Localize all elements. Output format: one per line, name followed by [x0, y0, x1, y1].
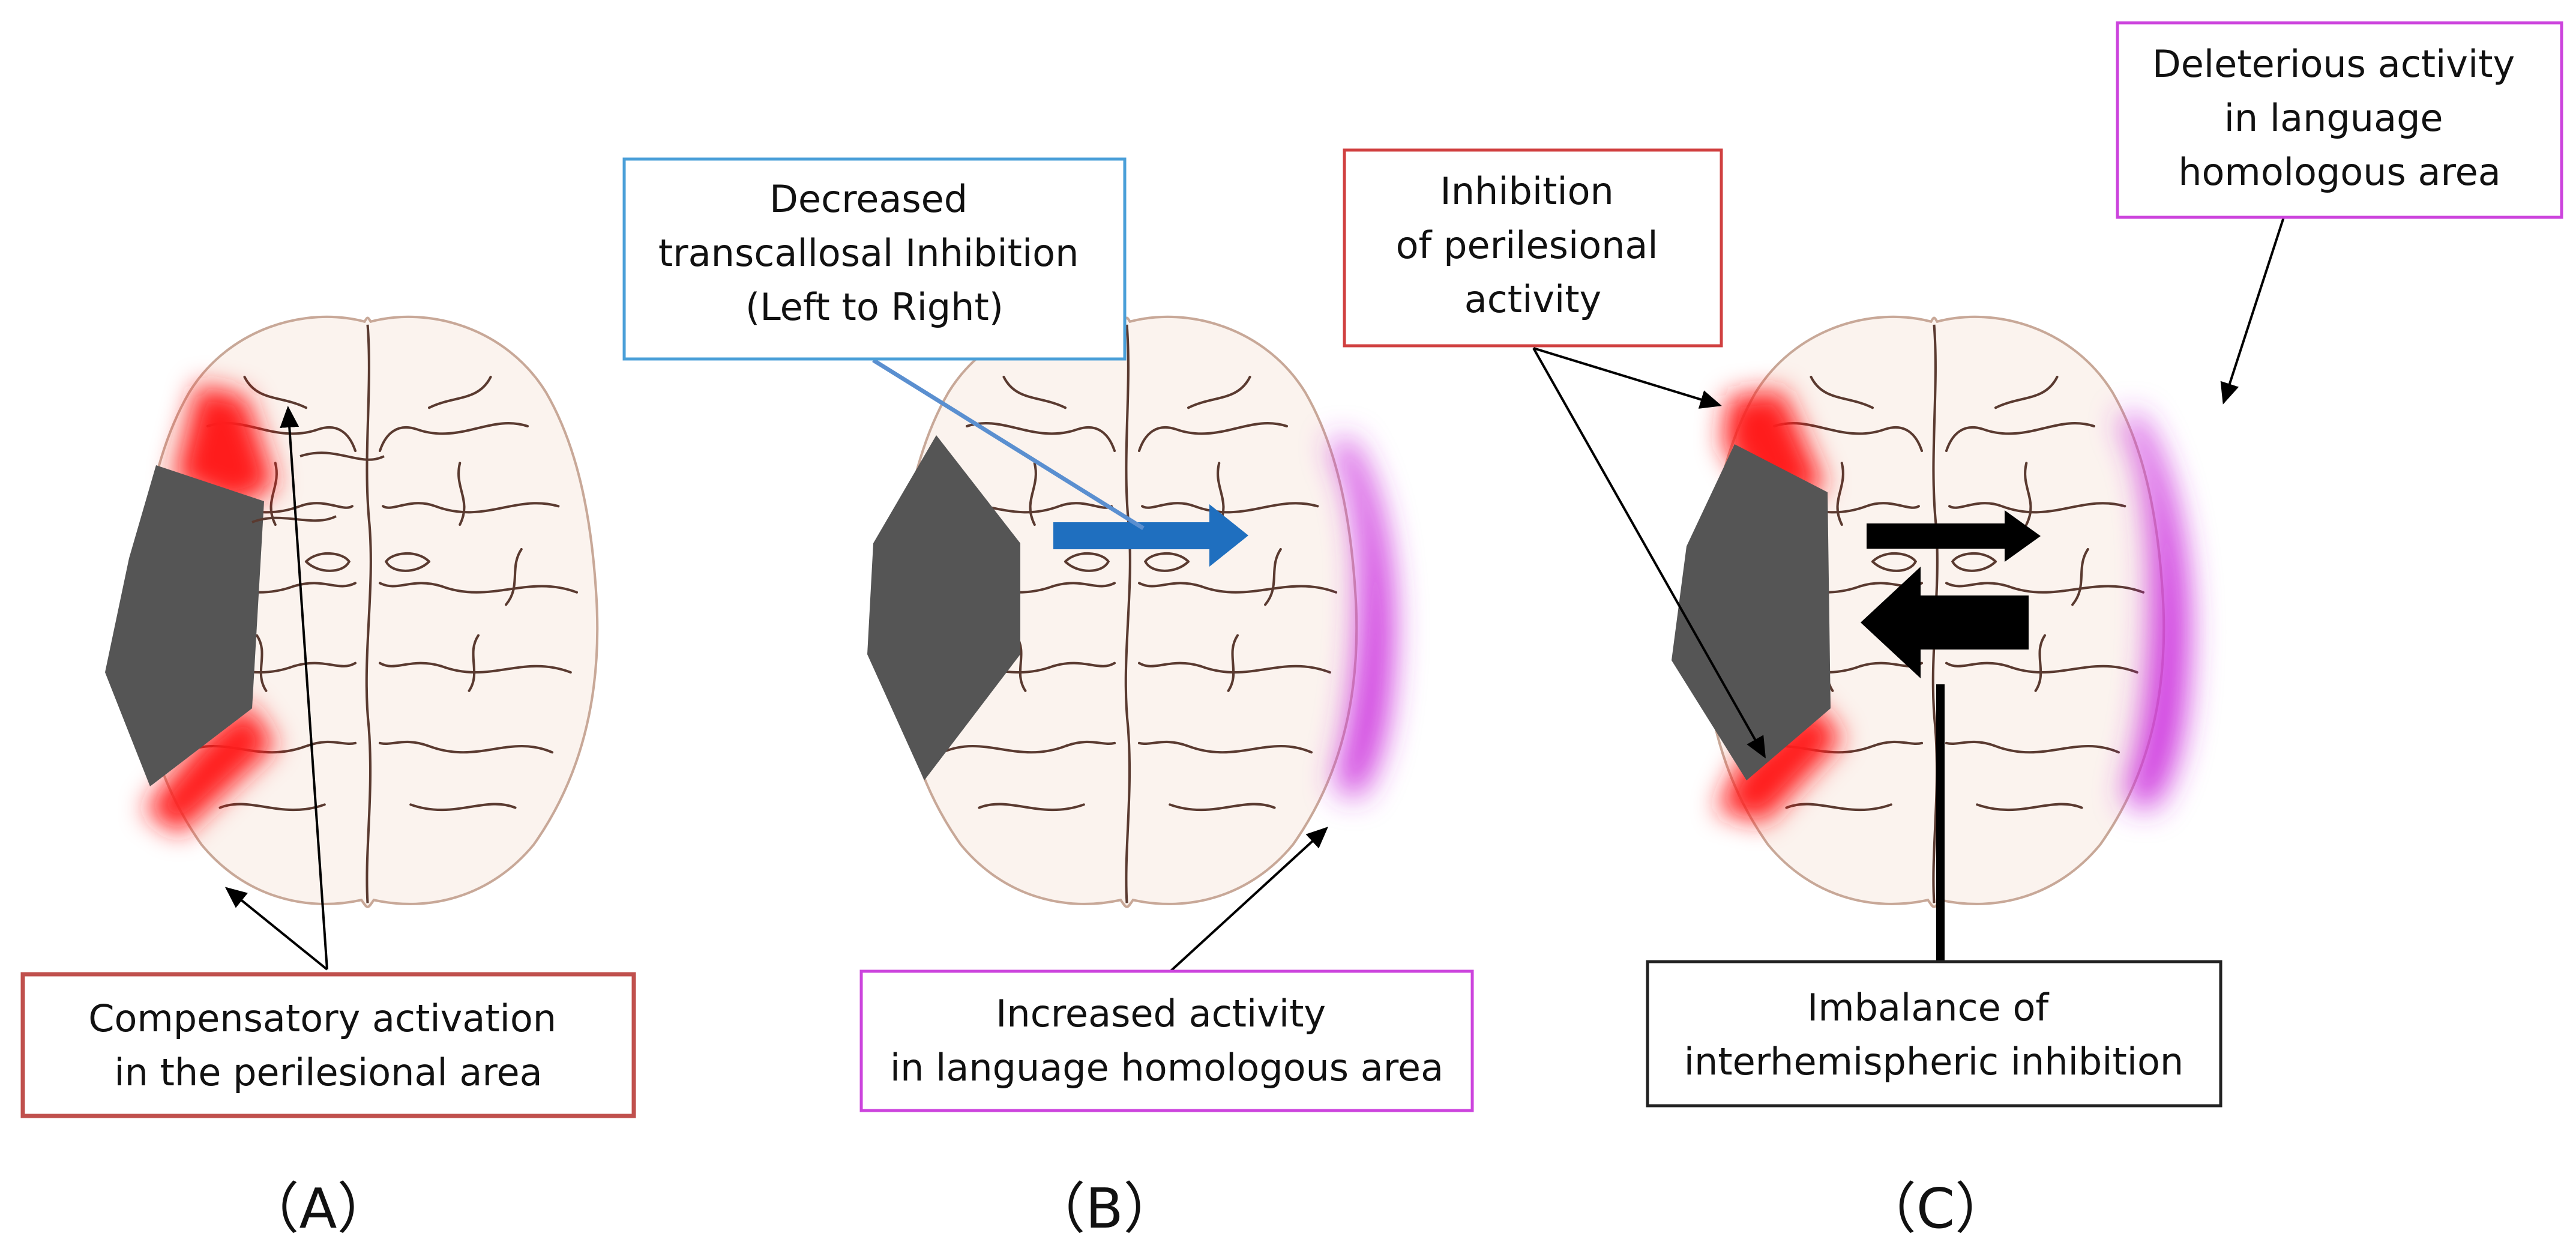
panel-b: Decreased transcallosal Inhibition (Left… [622, 157, 1474, 1241]
left-black-arrow [1861, 567, 2029, 678]
panel-label-c: （C） [1861, 1177, 2010, 1241]
imbalance-callout-box [1646, 960, 2222, 1108]
perilesional-glow-lower [1717, 702, 1843, 822]
perilesional-glow-upper [174, 384, 276, 507]
callout-arrow [1533, 347, 1722, 409]
callout-text: Deleterious activity in language homolog… [2152, 42, 2527, 194]
callout-arrow [1532, 348, 1766, 759]
panel-a: Compensatory activation in the perilesio… [20, 317, 636, 1241]
callout-arrow [2220, 217, 2285, 405]
callout-arrow [224, 887, 328, 971]
increased-activity-callout-box [859, 969, 1474, 1112]
callout-text: Compensatory activation in the perilesio… [88, 996, 568, 1094]
inhibition-callout-box [1343, 148, 1723, 348]
perilesional-glow-lower [144, 702, 276, 834]
panel-c: Inhibition of perilesional activity Dele… [1343, 21, 2563, 1241]
right-black-arrow [1867, 510, 2041, 562]
homologous-glow [1329, 438, 1393, 798]
callout-arrow [280, 406, 328, 970]
panel-label-b: （B） [1030, 1177, 1178, 1241]
callout-text: Imbalance of interhemispheric inhibition [1684, 986, 2183, 1084]
compensatory-callout-box [20, 972, 636, 1118]
callout-arrow [1169, 827, 1328, 972]
lesion-area [105, 465, 264, 786]
panel-label-a: （A） [244, 1177, 393, 1241]
homologous-glow [2119, 414, 2189, 810]
callout-pointer-line [872, 358, 1145, 530]
callout-text: Inhibition of perilesional activity [1396, 169, 1670, 321]
callout-text: Decreased transcallosal Inhibition (Left… [658, 177, 1091, 329]
deleterious-callout-box [2116, 21, 2563, 219]
callout-text: Increased activity in language homologou… [890, 992, 1443, 1090]
transcallosal-blue-arrow [1053, 504, 1248, 567]
lesion-area [1672, 444, 1831, 780]
transcallosal-callout-box [622, 157, 1127, 361]
lesion-area [867, 435, 1020, 780]
